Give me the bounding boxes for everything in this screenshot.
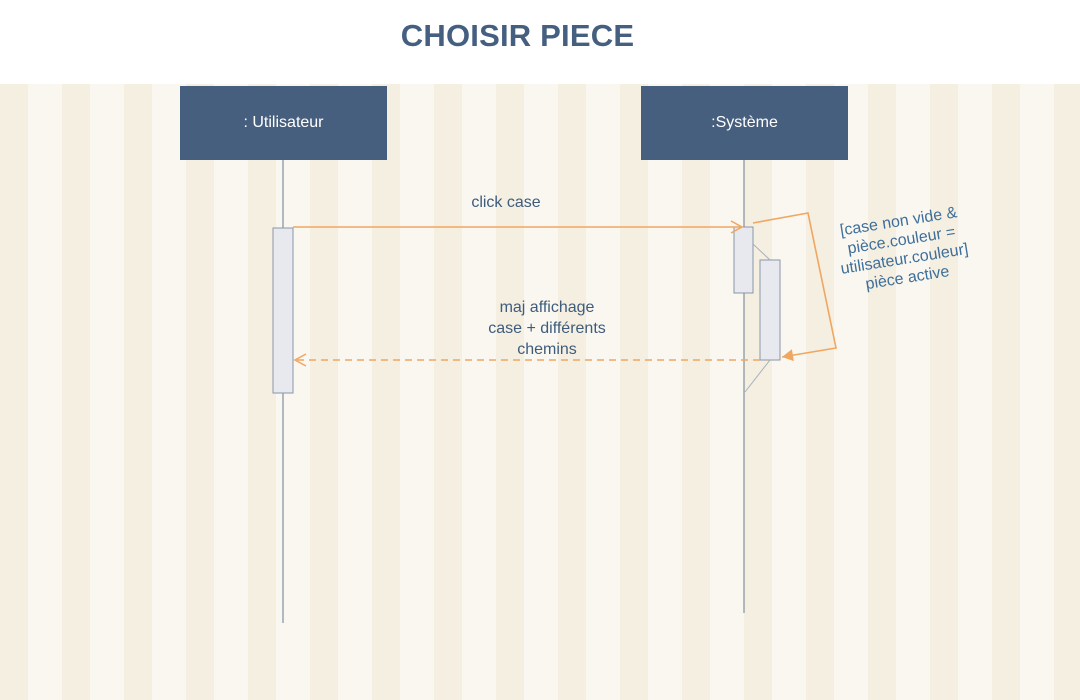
lifeline-header-utilisateur: : Utilisateur [180, 86, 387, 160]
reply-line-1: maj affichage [499, 299, 595, 316]
message-click-case-label: click case [471, 194, 541, 211]
activation-systeme-nested [759, 259, 781, 361]
activation-utilisateur [272, 227, 294, 394]
message-reply-label: maj affichage case + différents chemins [447, 297, 647, 360]
reply-line-2: case + différents [488, 320, 606, 337]
reply-line-3: chemins [517, 341, 577, 358]
nested-connector-top [752, 243, 771, 261]
lifeline-header-systeme: :Système [641, 86, 848, 160]
diagram-canvas [0, 84, 1080, 700]
self-message-arrow [752, 212, 837, 362]
nested-connector-bottom [744, 359, 771, 393]
activation-systeme [733, 226, 754, 294]
diagram-title: CHOISIR PIECE [400, 18, 635, 53]
lifeline-label-systeme: :Système [711, 114, 778, 131]
lifeline-label-utilisateur: : Utilisateur [243, 114, 324, 131]
